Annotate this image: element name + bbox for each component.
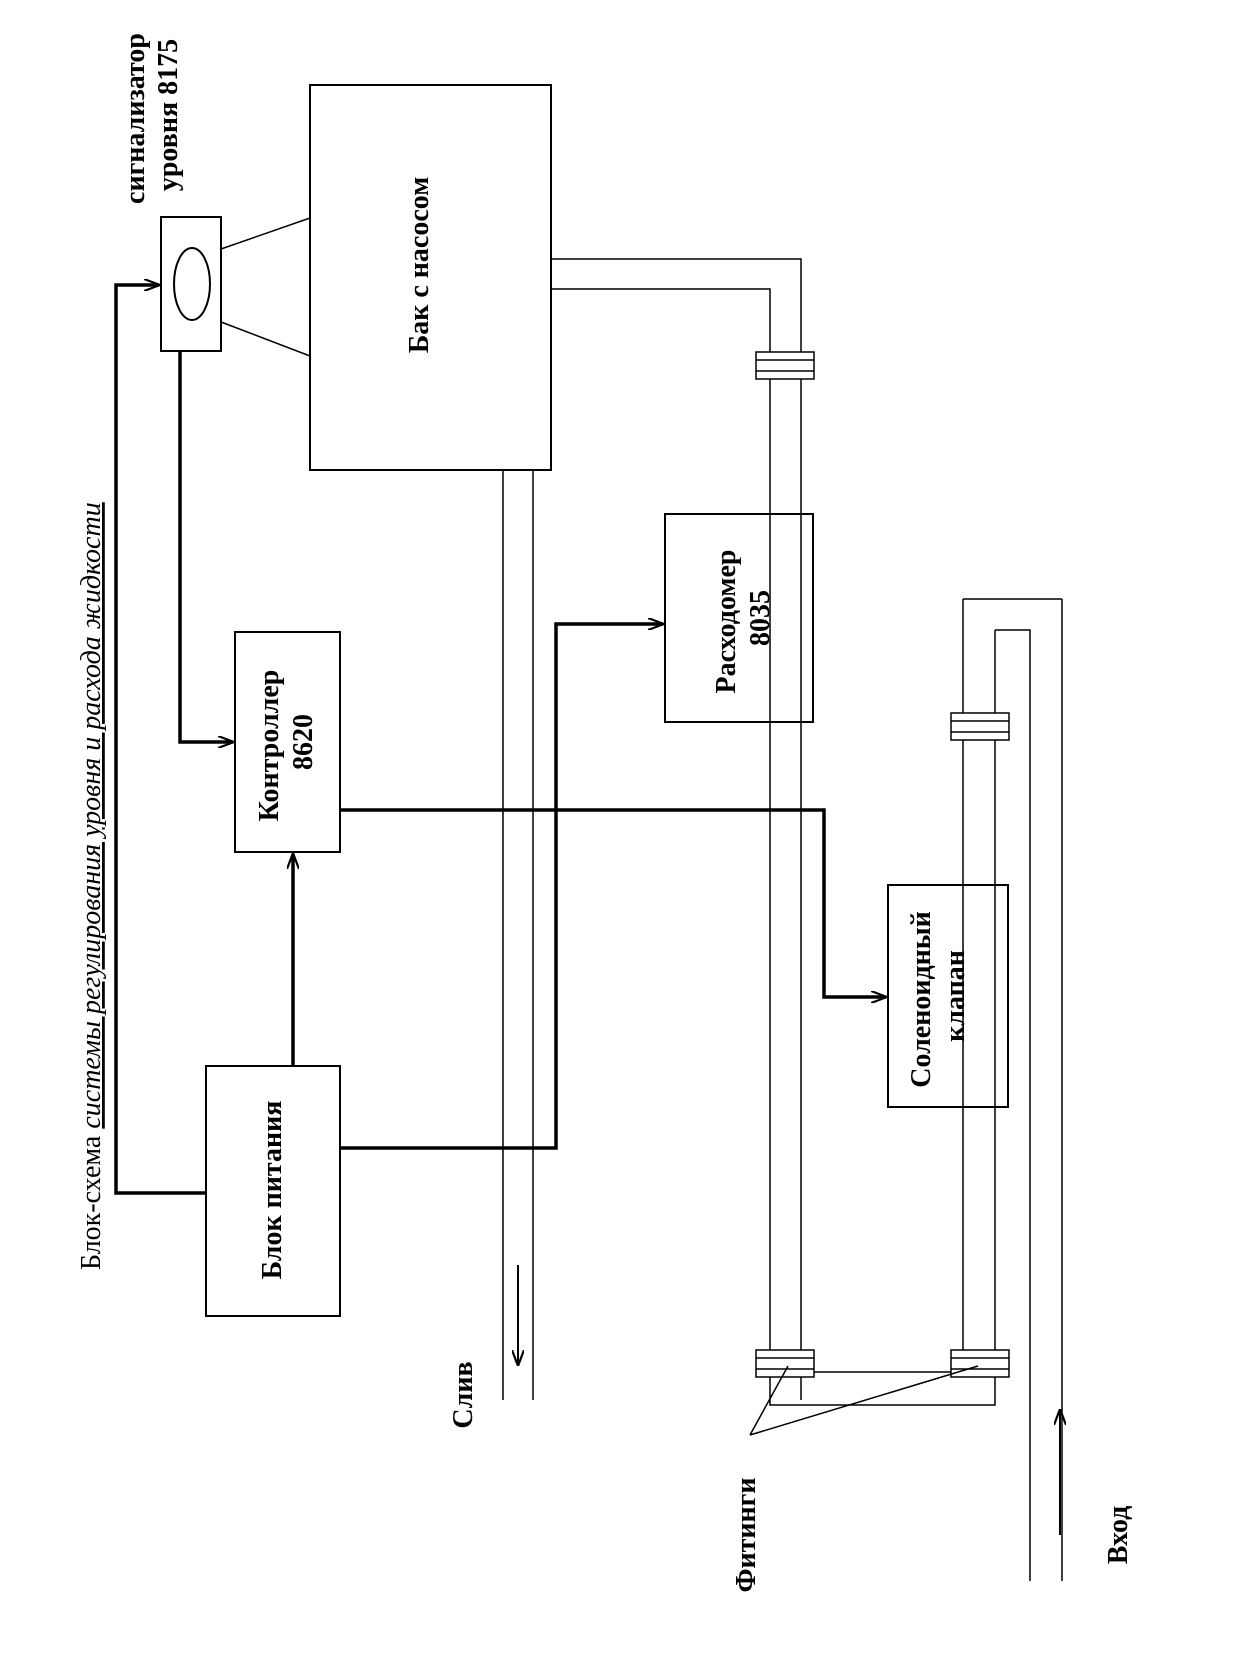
line-power-to-sensor xyxy=(114,285,206,1195)
diagram-title: Блок-схема системы регулирования уровня … xyxy=(76,502,107,1270)
fitting-upper-flowline xyxy=(755,351,815,380)
flowmeter-label: Расходомер 8035 xyxy=(711,543,776,694)
flowmeter-label-line2: 8035 xyxy=(745,590,776,646)
fittings-label: Фитинги xyxy=(731,1477,762,1592)
power-supply: Блок питания xyxy=(205,1065,341,1317)
pipework xyxy=(502,258,1063,1581)
level-sensor-float xyxy=(173,247,211,321)
flowmeter-label-line1: Расходомер xyxy=(711,550,742,694)
pipe-inlet-inner xyxy=(995,629,1031,1581)
diagram-title-underlined: системы регулирования уровня и расхода ж… xyxy=(76,502,107,1128)
tank-box xyxy=(309,84,552,471)
tank-with-pump: Бак с насосом xyxy=(309,84,552,471)
level-sensor: сигнализатор уровня 8175 xyxy=(120,26,311,357)
pipe-tank-outlet-inner xyxy=(551,288,771,1395)
signal-lines xyxy=(114,285,886,1195)
fitting-lower-valveline xyxy=(950,1349,1010,1378)
flowmeter: Расходомер 8035 xyxy=(664,513,814,723)
level-sensor-label: сигнализатор уровня 8175 xyxy=(120,26,184,204)
tank-label: Бак с насосом xyxy=(404,177,435,354)
solenoid-valve: Соленоидный клапан xyxy=(887,884,1009,1108)
fittings xyxy=(755,351,1010,1378)
level-sensor-box xyxy=(160,216,222,352)
line-controller-to-valve xyxy=(340,808,886,997)
flowmeter-box xyxy=(664,513,814,723)
controller-box xyxy=(234,631,341,853)
solenoid-valve-label-line1: Соленоидный xyxy=(906,911,937,1088)
power-supply-label: Блок питания xyxy=(257,1101,288,1280)
solenoid-valve-label-line2: клапан xyxy=(940,950,971,1042)
line-power-to-flowmeter xyxy=(340,624,663,1150)
pipe-tank-outlet-outer xyxy=(551,258,802,1400)
flow-arrows xyxy=(518,1265,1060,1535)
line-sensor-to-controller xyxy=(178,351,233,742)
fitting-upper-valveline xyxy=(950,712,1010,741)
controller-label-line2: 8620 xyxy=(288,714,319,770)
fittings-leaders xyxy=(749,1365,979,1436)
solenoid-valve-label: Соленоидный клапан xyxy=(906,904,971,1088)
level-sensor-bracket-bottom xyxy=(220,321,311,357)
level-sensor-label-line1: сигнализатор xyxy=(120,33,151,204)
inlet-label: Вход xyxy=(1103,1506,1134,1565)
controller: Контроллер 8620 xyxy=(234,631,341,853)
controller-label: Контроллер 8620 xyxy=(254,663,319,822)
diagram-title-prefix: Блок-схема xyxy=(76,1129,107,1270)
drain-label: Слив xyxy=(448,1361,479,1428)
power-supply-box xyxy=(205,1065,341,1317)
level-sensor-bracket-top xyxy=(220,217,311,250)
solenoid-valve-box xyxy=(887,884,1009,1108)
controller-label-line1: Контроллер xyxy=(254,670,285,822)
level-sensor-label-line2: уровня 8175 xyxy=(153,39,184,191)
